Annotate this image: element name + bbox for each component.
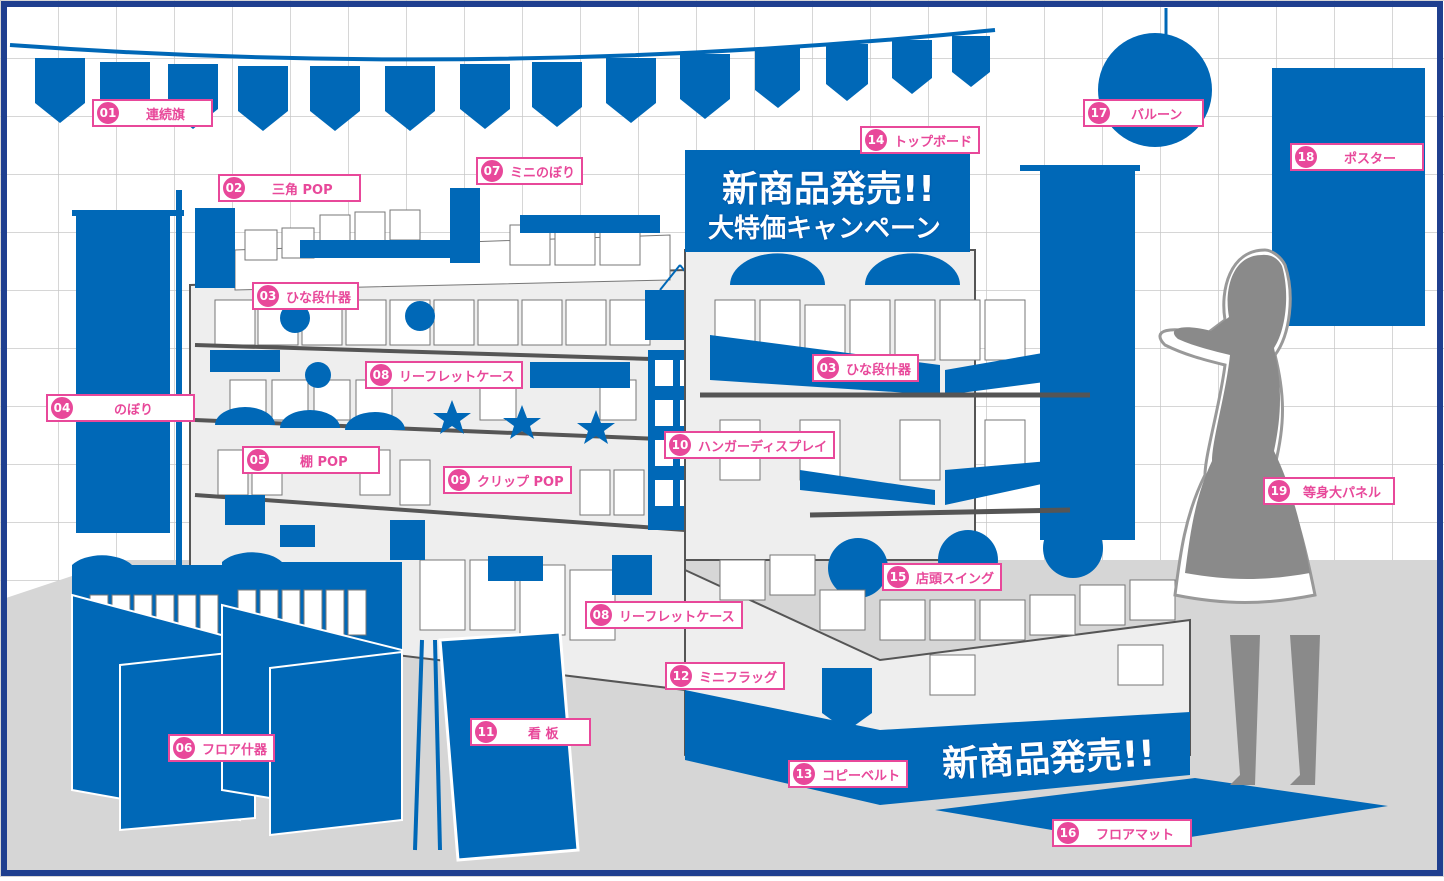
shelf-pop-tabs bbox=[210, 350, 652, 595]
mini-flag bbox=[822, 668, 872, 731]
nobori-banner-left bbox=[76, 215, 170, 533]
balloon bbox=[1098, 33, 1212, 147]
floor-fixtures bbox=[71, 552, 403, 837]
poster bbox=[1272, 68, 1425, 326]
top-board bbox=[685, 150, 970, 252]
clip-pop-stars bbox=[433, 400, 615, 444]
floor-mat bbox=[935, 778, 1388, 845]
mini-nobori bbox=[450, 188, 480, 263]
top-board-line2: 大特価キャンペーン bbox=[708, 214, 941, 244]
bunting-rope bbox=[9, 28, 996, 62]
signboard bbox=[438, 630, 580, 862]
copy-belt-text: 新商品発売!! bbox=[941, 733, 1156, 786]
life-size-panel bbox=[1158, 248, 1320, 785]
triangle-pop bbox=[195, 208, 235, 288]
top-board-line1: 新商品発売!! bbox=[722, 169, 935, 210]
hanging-circles bbox=[280, 301, 435, 388]
